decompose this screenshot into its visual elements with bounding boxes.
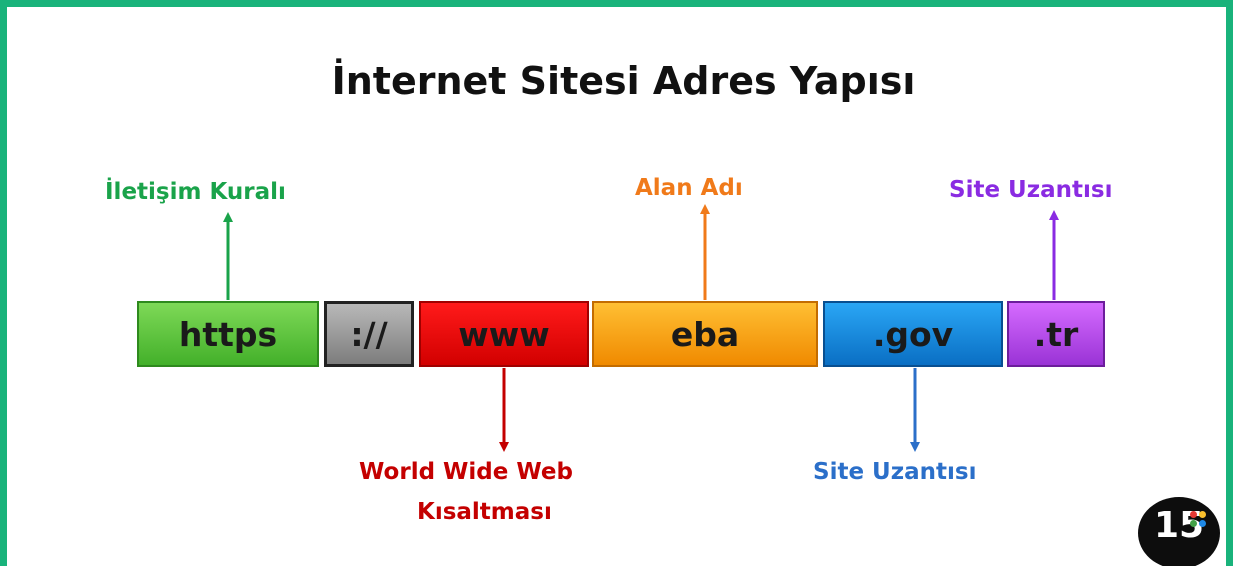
label-www-line1: World Wide Web — [359, 459, 573, 485]
label-tr-extension: Site Uzantısı — [949, 177, 1113, 203]
segment-separator-text: :// — [350, 314, 388, 354]
segment-tr-text: .tr — [1033, 314, 1079, 354]
logo-dot-red — [1190, 511, 1197, 518]
logo-dot-green — [1190, 520, 1197, 527]
arrows-layer — [223, 204, 1059, 452]
segment-gov: .gov — [823, 301, 1003, 367]
logo-dot-blue — [1199, 520, 1206, 527]
segment-eba-text: eba — [670, 314, 740, 354]
label-protocol: İletişim Kuralı — [105, 179, 286, 205]
segment-www-text: www — [458, 314, 550, 354]
label-domain: Alan Adı — [635, 175, 743, 201]
segment-www: www — [419, 301, 589, 367]
fifteen-logo-icon: 15 — [1138, 497, 1220, 566]
segment-eba: eba — [592, 301, 818, 367]
diagram-title: İnternet Sitesi Adres Yapısı — [331, 59, 916, 103]
segment-https: https — [137, 301, 319, 367]
segment-gov-text: .gov — [872, 314, 954, 354]
label-www-line2: Kısaltması — [417, 499, 552, 525]
label-gov-extension: Site Uzantısı — [813, 459, 977, 485]
segment-https-text: https — [178, 314, 278, 354]
segment-tr: .tr — [1007, 301, 1105, 367]
logo-number: 15 — [1153, 505, 1205, 546]
logo-dot-yellow — [1199, 511, 1206, 518]
segment-separator: :// — [324, 301, 414, 367]
